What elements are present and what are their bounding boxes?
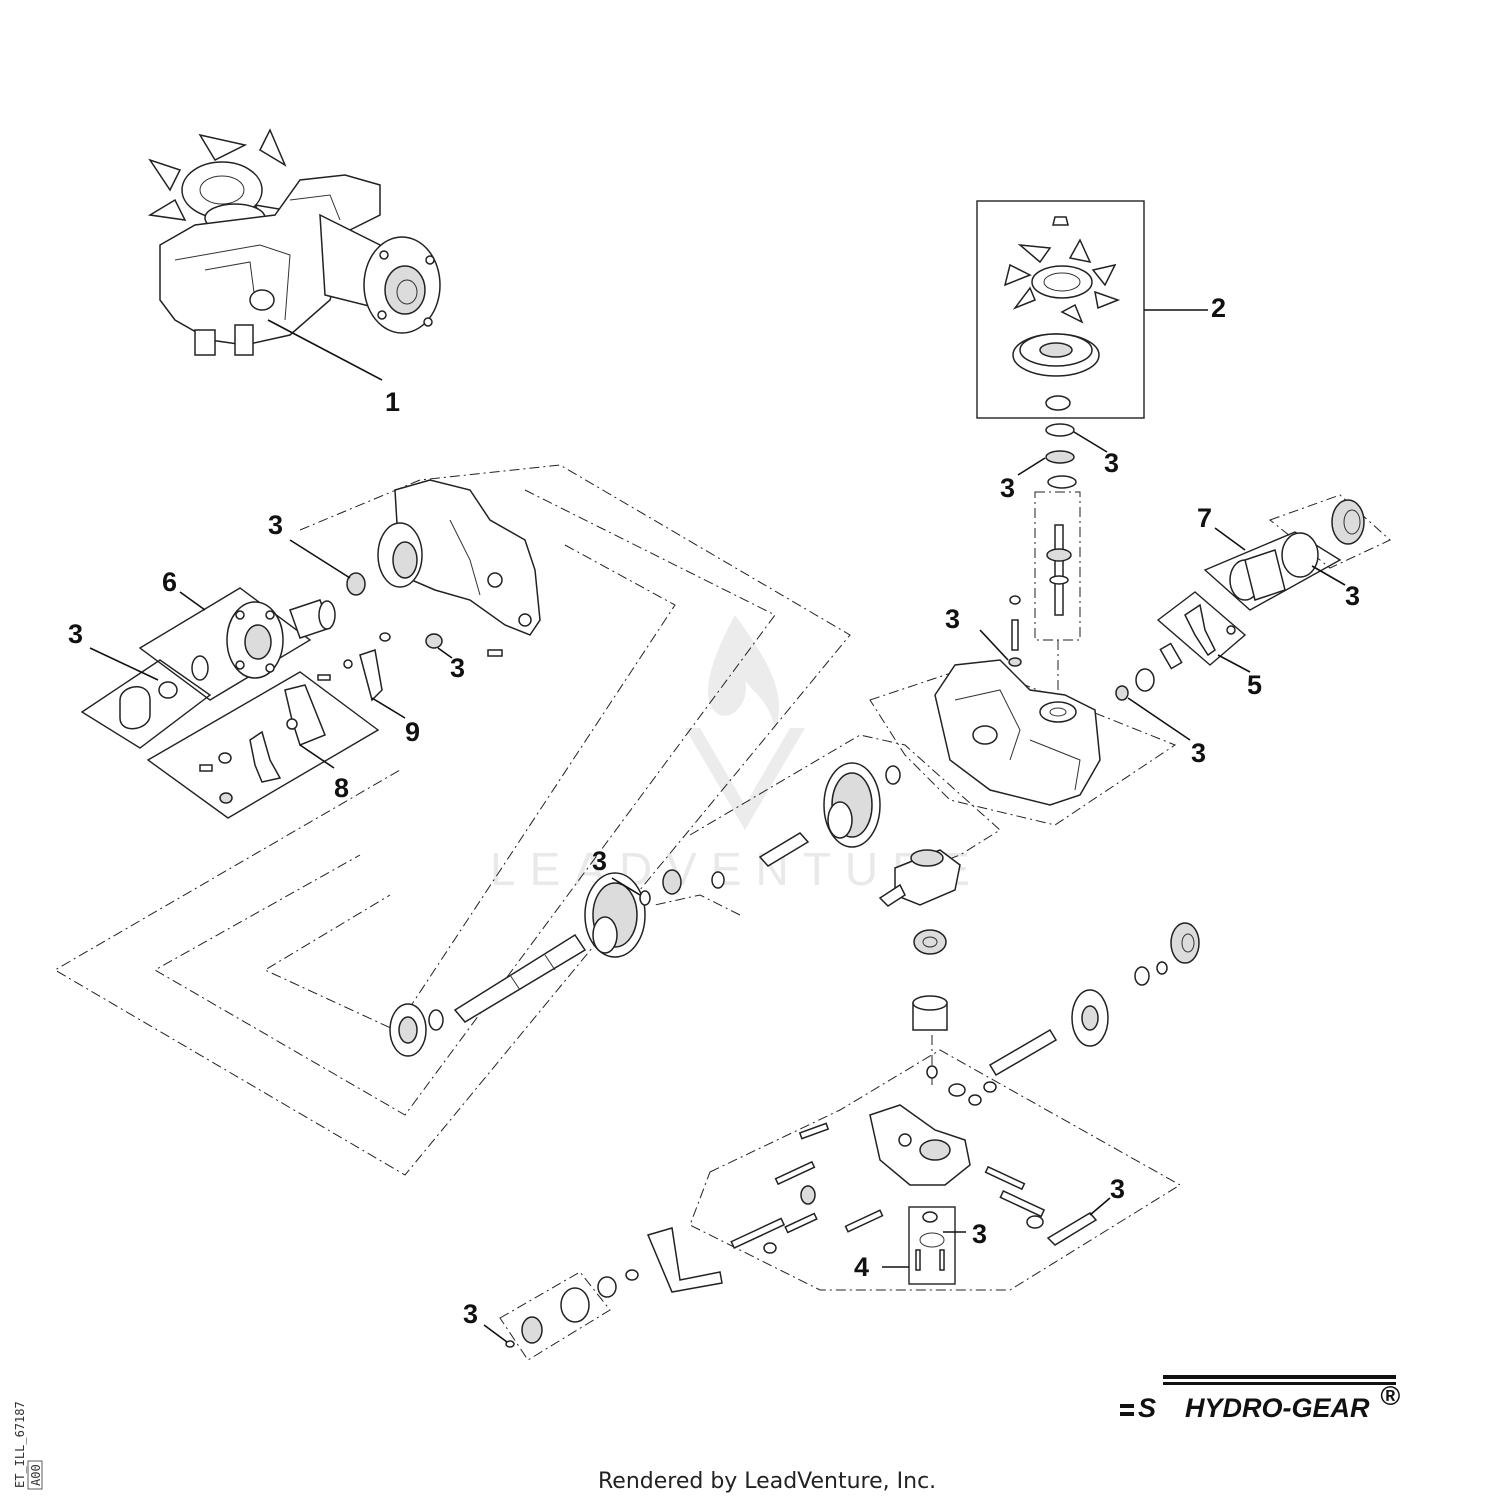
callout-3j: 3	[1110, 1174, 1125, 1204]
kit-box-5	[1156, 591, 1247, 666]
large-gear-upper	[823, 762, 881, 848]
callout-2: 2	[1211, 293, 1226, 323]
hydro-gear-logo: S HYDRO-GEAR ®	[1120, 1375, 1400, 1423]
output-gear	[584, 872, 646, 958]
rendered-by-footer: Rendered by LeadVenture, Inc.	[598, 1469, 936, 1494]
callout-3i: 3	[592, 846, 607, 876]
callout-9: 9	[405, 717, 420, 747]
callout-7: 7	[1197, 503, 1212, 533]
left-housing	[377, 479, 541, 636]
center-section-bolts	[730, 1122, 884, 1254]
complete-transaxle-assembly	[147, 128, 441, 356]
center-section	[869, 1065, 997, 1186]
callout-3f: 3	[268, 510, 283, 540]
kit-box-6	[138, 587, 312, 701]
watermark-text: LEADVENTURE	[490, 843, 984, 895]
logo-s-mark: S	[1138, 1393, 1156, 1423]
kit-box-2	[976, 200, 1145, 419]
registered-mark: ®	[1380, 1381, 1400, 1411]
fan-pulley-kit	[976, 200, 1145, 419]
callout-3h: 3	[450, 653, 465, 683]
center-section-bolts-right	[984, 1165, 1046, 1229]
pump-cylinder-block	[1071, 989, 1109, 1047]
callout-3g: 3	[68, 619, 83, 649]
doc-id-line2: A00	[29, 1464, 43, 1486]
callout-4: 4	[854, 1252, 869, 1282]
brake-disc	[226, 601, 284, 679]
callout-3b: 3	[1000, 473, 1015, 503]
brand-name: HYDRO-GEAR	[1185, 1393, 1370, 1423]
differential-housing	[878, 849, 961, 907]
callout-3e: 3	[945, 604, 960, 634]
kit-box-4	[908, 1206, 956, 1285]
input-shaft	[1046, 524, 1072, 616]
cap-kit-box	[80, 659, 212, 749]
document-id: ET_ILL_67187 A00	[13, 1401, 43, 1490]
callout-3l: 3	[463, 1299, 478, 1329]
callout-3a: 3	[1104, 448, 1119, 478]
callout-3k: 3	[972, 1219, 987, 1249]
doc-id-line1: ET_ILL_67187	[13, 1401, 27, 1488]
callout-3c: 3	[1345, 581, 1360, 611]
filter-kit	[1203, 494, 1391, 611]
main-housing-right	[934, 659, 1101, 806]
callout-1: 1	[385, 387, 400, 417]
callout-5: 5	[1247, 670, 1262, 700]
callout-8: 8	[334, 773, 349, 803]
leadventure-watermark: LEADVENTURE	[490, 615, 984, 895]
axle-shaft	[389, 933, 587, 1057]
callout-6: 6	[162, 567, 177, 597]
kit-box-7	[1203, 531, 1342, 611]
callout-3d: 3	[1191, 738, 1206, 768]
kit-box-8	[146, 671, 380, 819]
